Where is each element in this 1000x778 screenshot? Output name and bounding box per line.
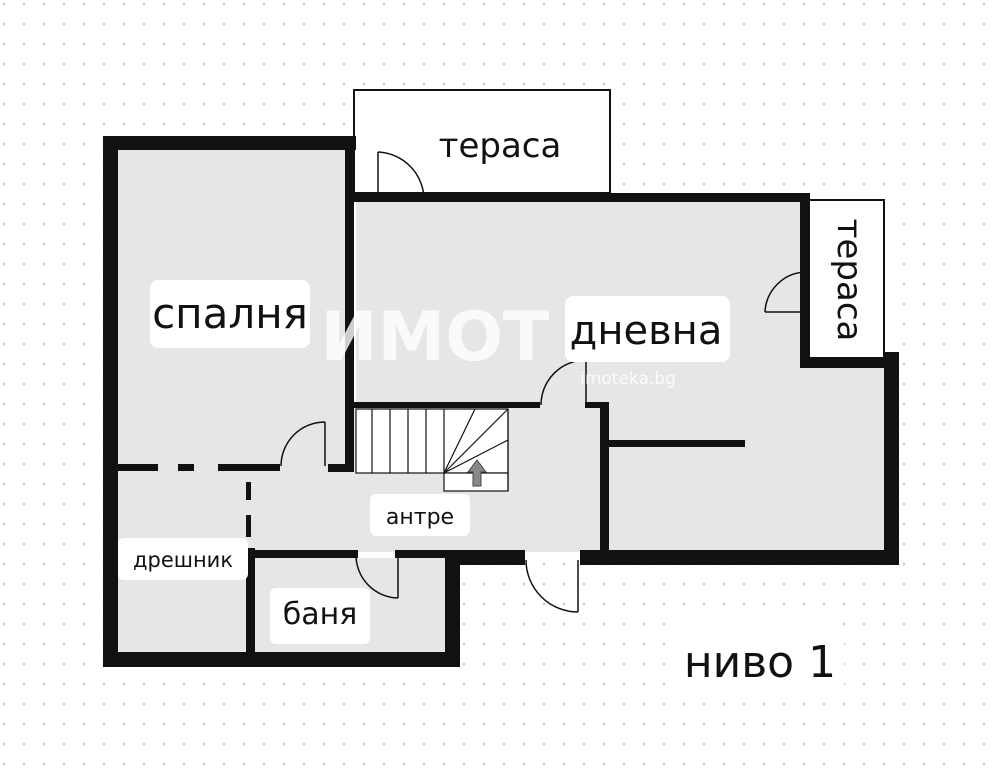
wall-top-left: [103, 136, 356, 150]
level-label: ниво 1: [684, 637, 836, 688]
label-bg-living: [565, 296, 730, 362]
room-labels: тераса тераса спалня дневна антре дрешни…: [118, 120, 876, 700]
wall-bedroom-living: [345, 196, 354, 472]
wall-living-divider: [600, 402, 609, 552]
watermark: ИМОТ imoteka.bg: [321, 298, 676, 389]
label-terrace-right: тераса: [829, 219, 869, 342]
arrow-up-icon: [467, 459, 487, 487]
door-terrace-top: [377, 151, 425, 201]
wall-stair-top-right: [585, 402, 605, 408]
staircase: [355, 408, 509, 492]
wall-left: [103, 136, 118, 667]
wall-bath-top-left: [246, 550, 358, 558]
label-terrace-top: тераса: [439, 126, 562, 166]
dashed-wall: [118, 464, 280, 537]
living-floor-lower: [600, 360, 885, 550]
interior-walls: [246, 196, 745, 656]
label-bg-hallway: [370, 494, 470, 536]
watermark-logo: ИМОТ: [321, 298, 550, 377]
wall-terrace-r-bottom: [800, 358, 899, 368]
label-bedroom: спалня: [152, 289, 308, 338]
wall-bedroom-bottom-right: [328, 464, 354, 472]
wall-bath-top-right: [395, 550, 450, 558]
label-hallway: антре: [386, 505, 454, 530]
label-living: дневна: [570, 308, 723, 354]
wall-bottom-right: [580, 550, 899, 565]
label-bg-terrace-right: [824, 205, 876, 353]
dash: [218, 464, 280, 471]
door-entrance: [525, 559, 579, 613]
walls: [103, 136, 899, 667]
door-bedroom: [280, 421, 326, 467]
label-bg-bedroom: [150, 280, 310, 348]
label-bg-bathroom: [270, 588, 370, 644]
stair-block: [355, 408, 509, 474]
wall-top-mid: [345, 193, 810, 202]
label-bg-dressing: [118, 538, 248, 580]
wall-stair-top: [354, 402, 540, 408]
dash: [178, 464, 194, 471]
dash: [246, 515, 251, 537]
wall-bath-right: [445, 550, 460, 667]
wall-right: [884, 352, 899, 565]
dash: [246, 482, 251, 500]
watermark-site: imoteka.bg: [580, 369, 676, 389]
label-dressing: дрешник: [133, 548, 233, 572]
wall-terrace-r-left: [800, 193, 810, 368]
wall-bedroom-right: [345, 136, 354, 196]
door-bathroom: [355, 554, 399, 599]
wall-bottom-left: [103, 652, 460, 667]
dash: [118, 464, 158, 471]
doors: [280, 151, 806, 613]
label-bg-level: [676, 620, 844, 700]
label-bg-terrace-top: [420, 120, 572, 170]
wall-bottom-mid: [445, 550, 525, 565]
label-bathroom: баня: [283, 597, 358, 632]
wall-dressing-right: [246, 548, 255, 656]
wall-living-partition: [609, 440, 745, 447]
door-terrace-right: [764, 271, 806, 313]
